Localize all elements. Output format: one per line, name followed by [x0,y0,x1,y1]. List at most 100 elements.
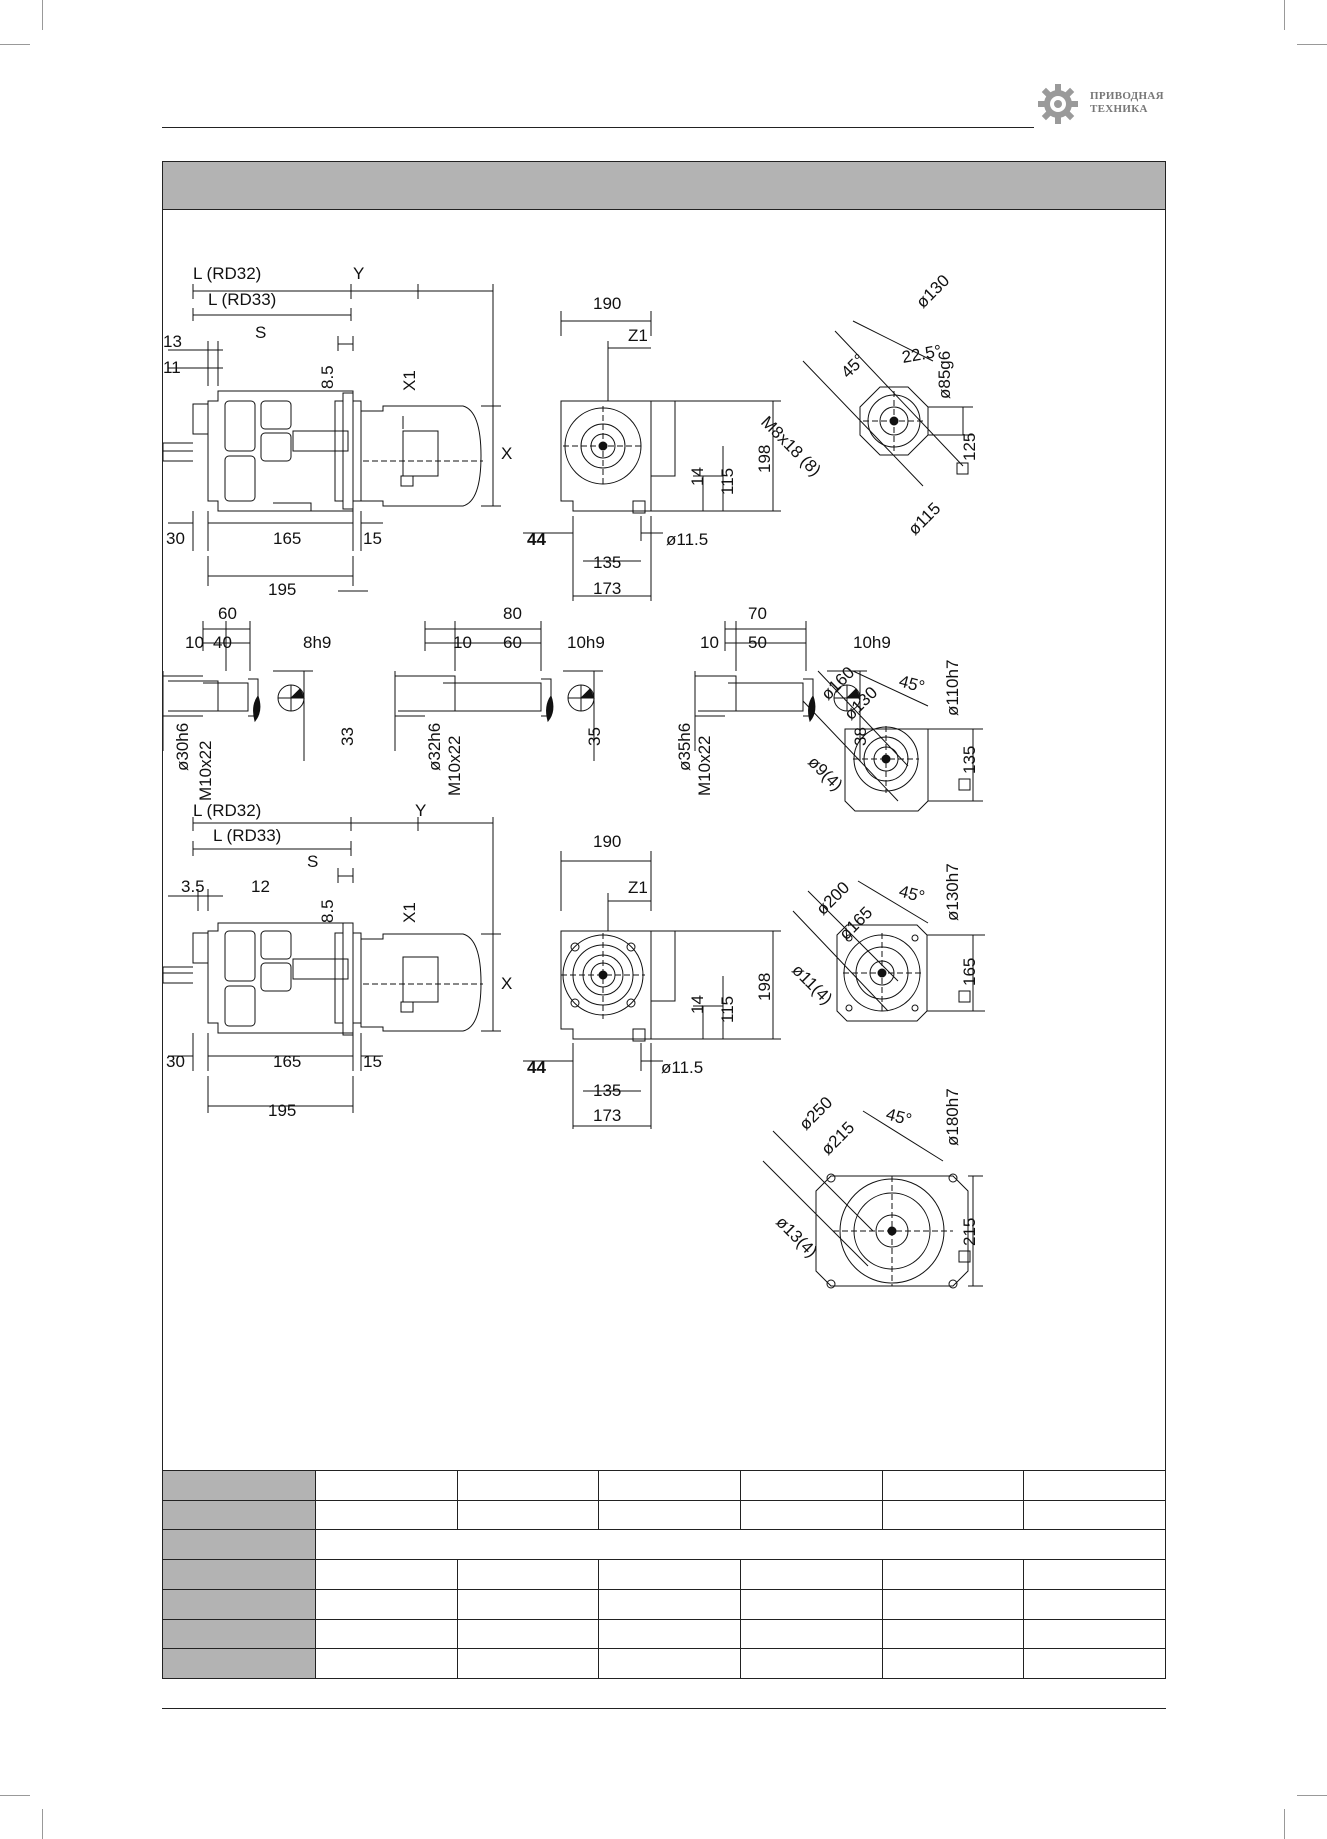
dim-70: 70 [748,604,767,623]
dim-d30h6: ø30h6 [173,723,192,771]
dim-198: 198 [755,445,774,473]
table-row [162,1499,1166,1531]
square-symbol-icon [958,990,971,1003]
dim-38: 38 [851,727,870,746]
dim-165: 165 [273,529,301,548]
dim-sq165: 165 [960,958,979,986]
crop-mark [42,1809,43,1839]
dim-a45: 45° [884,1105,914,1130]
flange-view-1: ø130 22.5° 45° ø85g6 M8x18 (8) 125 ø115 [757,271,979,539]
dim-35: 35 [585,727,604,746]
table-row [162,1618,1166,1650]
dim-60: 60 [503,633,522,652]
crop-mark [1284,1809,1285,1839]
key-8h9: 8h9 [303,633,331,652]
dim-12: 12 [251,877,270,896]
dim-3-5: 3.5 [181,877,205,896]
shaft-view-1: 60 10 40 8h9 ø30h6 M10x22 33 [163,604,357,801]
dim-40: 40 [213,633,232,652]
crop-mark [0,44,30,45]
table-row [162,1588,1166,1620]
crop-mark [1297,1795,1327,1796]
crop-mark [1284,0,1285,30]
dim-y: Y [415,801,426,820]
header-rule [162,127,1034,128]
technical-drawing: L (RD32) Y L (RD33) S 13 11 8.5 X1 X 30 … [163,264,985,1289]
dim-80: 80 [503,604,522,623]
brand-name: ПРИВОДНАЯ ТЕХНИКА [1090,90,1164,116]
dim-198: 198 [755,973,774,1001]
dim-10: 10 [700,633,719,652]
dim-thread-2: M10x22 [445,736,464,796]
square-symbol-icon [958,778,971,791]
dim-sq215: 215 [960,1218,979,1246]
dim-thread-1: M10x22 [196,741,215,801]
dim-l-rd33: L (RD33) [213,826,281,845]
dim-135: 135 [593,553,621,572]
dim-13: 13 [163,332,182,351]
dim-44: 44 [527,1058,546,1077]
dim-33: 33 [338,727,357,746]
shaft-view-3: 70 10 50 10h9 ø35h6 M10x22 38 [675,604,891,796]
dim-60: 60 [218,604,237,623]
dim-15: 15 [363,529,382,548]
dim-a45: 45° [897,882,927,907]
dim-s: S [307,852,318,871]
dim-190: 190 [593,832,621,851]
dim-50: 50 [748,633,767,652]
table-row [162,1648,1166,1679]
dim-hole: ø11.5 [666,530,708,549]
table-row [162,1470,1166,1501]
dim-44: 44 [527,530,546,549]
dim-d115: ø115 [904,499,944,539]
dim-holes-13: ø13(4) [772,1212,821,1261]
dim-sq125: 125 [960,433,979,461]
dim-10: 10 [185,633,204,652]
dim-165: 165 [273,1052,301,1071]
key-10h9: 10h9 [567,633,605,652]
flange-view-2: ø160 ø130 45° ø110h7 ø9(4) 135 [802,660,983,812]
dim-195: 195 [268,580,296,599]
dim-l-rd32: L (RD32) [193,264,261,283]
crop-mark [42,0,43,30]
dim-14: 14 [688,467,707,486]
dim-l-rd32: L (RD32) [193,801,261,820]
dim-d180h7: ø180h7 [943,1088,962,1146]
key-10h9: 10h9 [853,633,891,652]
dim-x1: X1 [400,370,419,391]
flange-view-3: ø200 ø165 45° ø130h7 ø11(4) 165 [788,863,985,1022]
dim-d200: ø200 [812,878,853,919]
dim-d110h7: ø110h7 [943,660,962,716]
dim-d130: ø130 [912,271,953,312]
dim-30: 30 [166,529,185,548]
end-view-top: 190 Z1 198 115 14 44 ø11.5 135 173 [523,294,781,601]
dim-15: 15 [363,1052,382,1071]
square-symbol-icon [956,462,969,475]
dim-sq135: 135 [960,746,979,774]
flange-view-4: ø250 ø215 45° ø180h7 ø13(4) 215 [762,1088,983,1289]
brand-line-2: ТЕХНИКА [1090,103,1148,115]
dim-173: 173 [593,579,621,598]
dim-y: Y [353,264,364,283]
dim-d85g6: ø85g6 [935,351,954,399]
side-view-bottom: L (RD32) Y L (RD33) S 3.5 12 8.5 X1 X 30… [163,801,512,1120]
dim-115: 115 [718,468,737,495]
dim-d165: ø165 [835,903,876,944]
dim-30: 30 [166,1052,185,1071]
dim-d130h7: ø130h7 [943,863,962,921]
crop-mark [0,1795,30,1796]
dim-a45: 45° [897,672,927,697]
dim-8-5: 8.5 [318,899,337,923]
brand-line-1: ПРИВОДНАЯ [1090,90,1164,102]
dim-l-rd33: L (RD33) [208,290,276,309]
dim-a45: 45° [837,350,869,382]
dim-115: 115 [718,996,737,1023]
dim-10: 10 [453,633,472,652]
dim-hole: ø11.5 [661,1058,703,1077]
dim-11: 11 [163,358,181,377]
dim-190: 190 [593,294,621,313]
dim-d32h6: ø32h6 [425,723,444,771]
dim-x1: X1 [400,902,419,923]
shaft-view-2: 80 10 60 10h9 ø32h6 M10x22 35 [394,604,605,796]
spec-table [162,1470,1166,1679]
